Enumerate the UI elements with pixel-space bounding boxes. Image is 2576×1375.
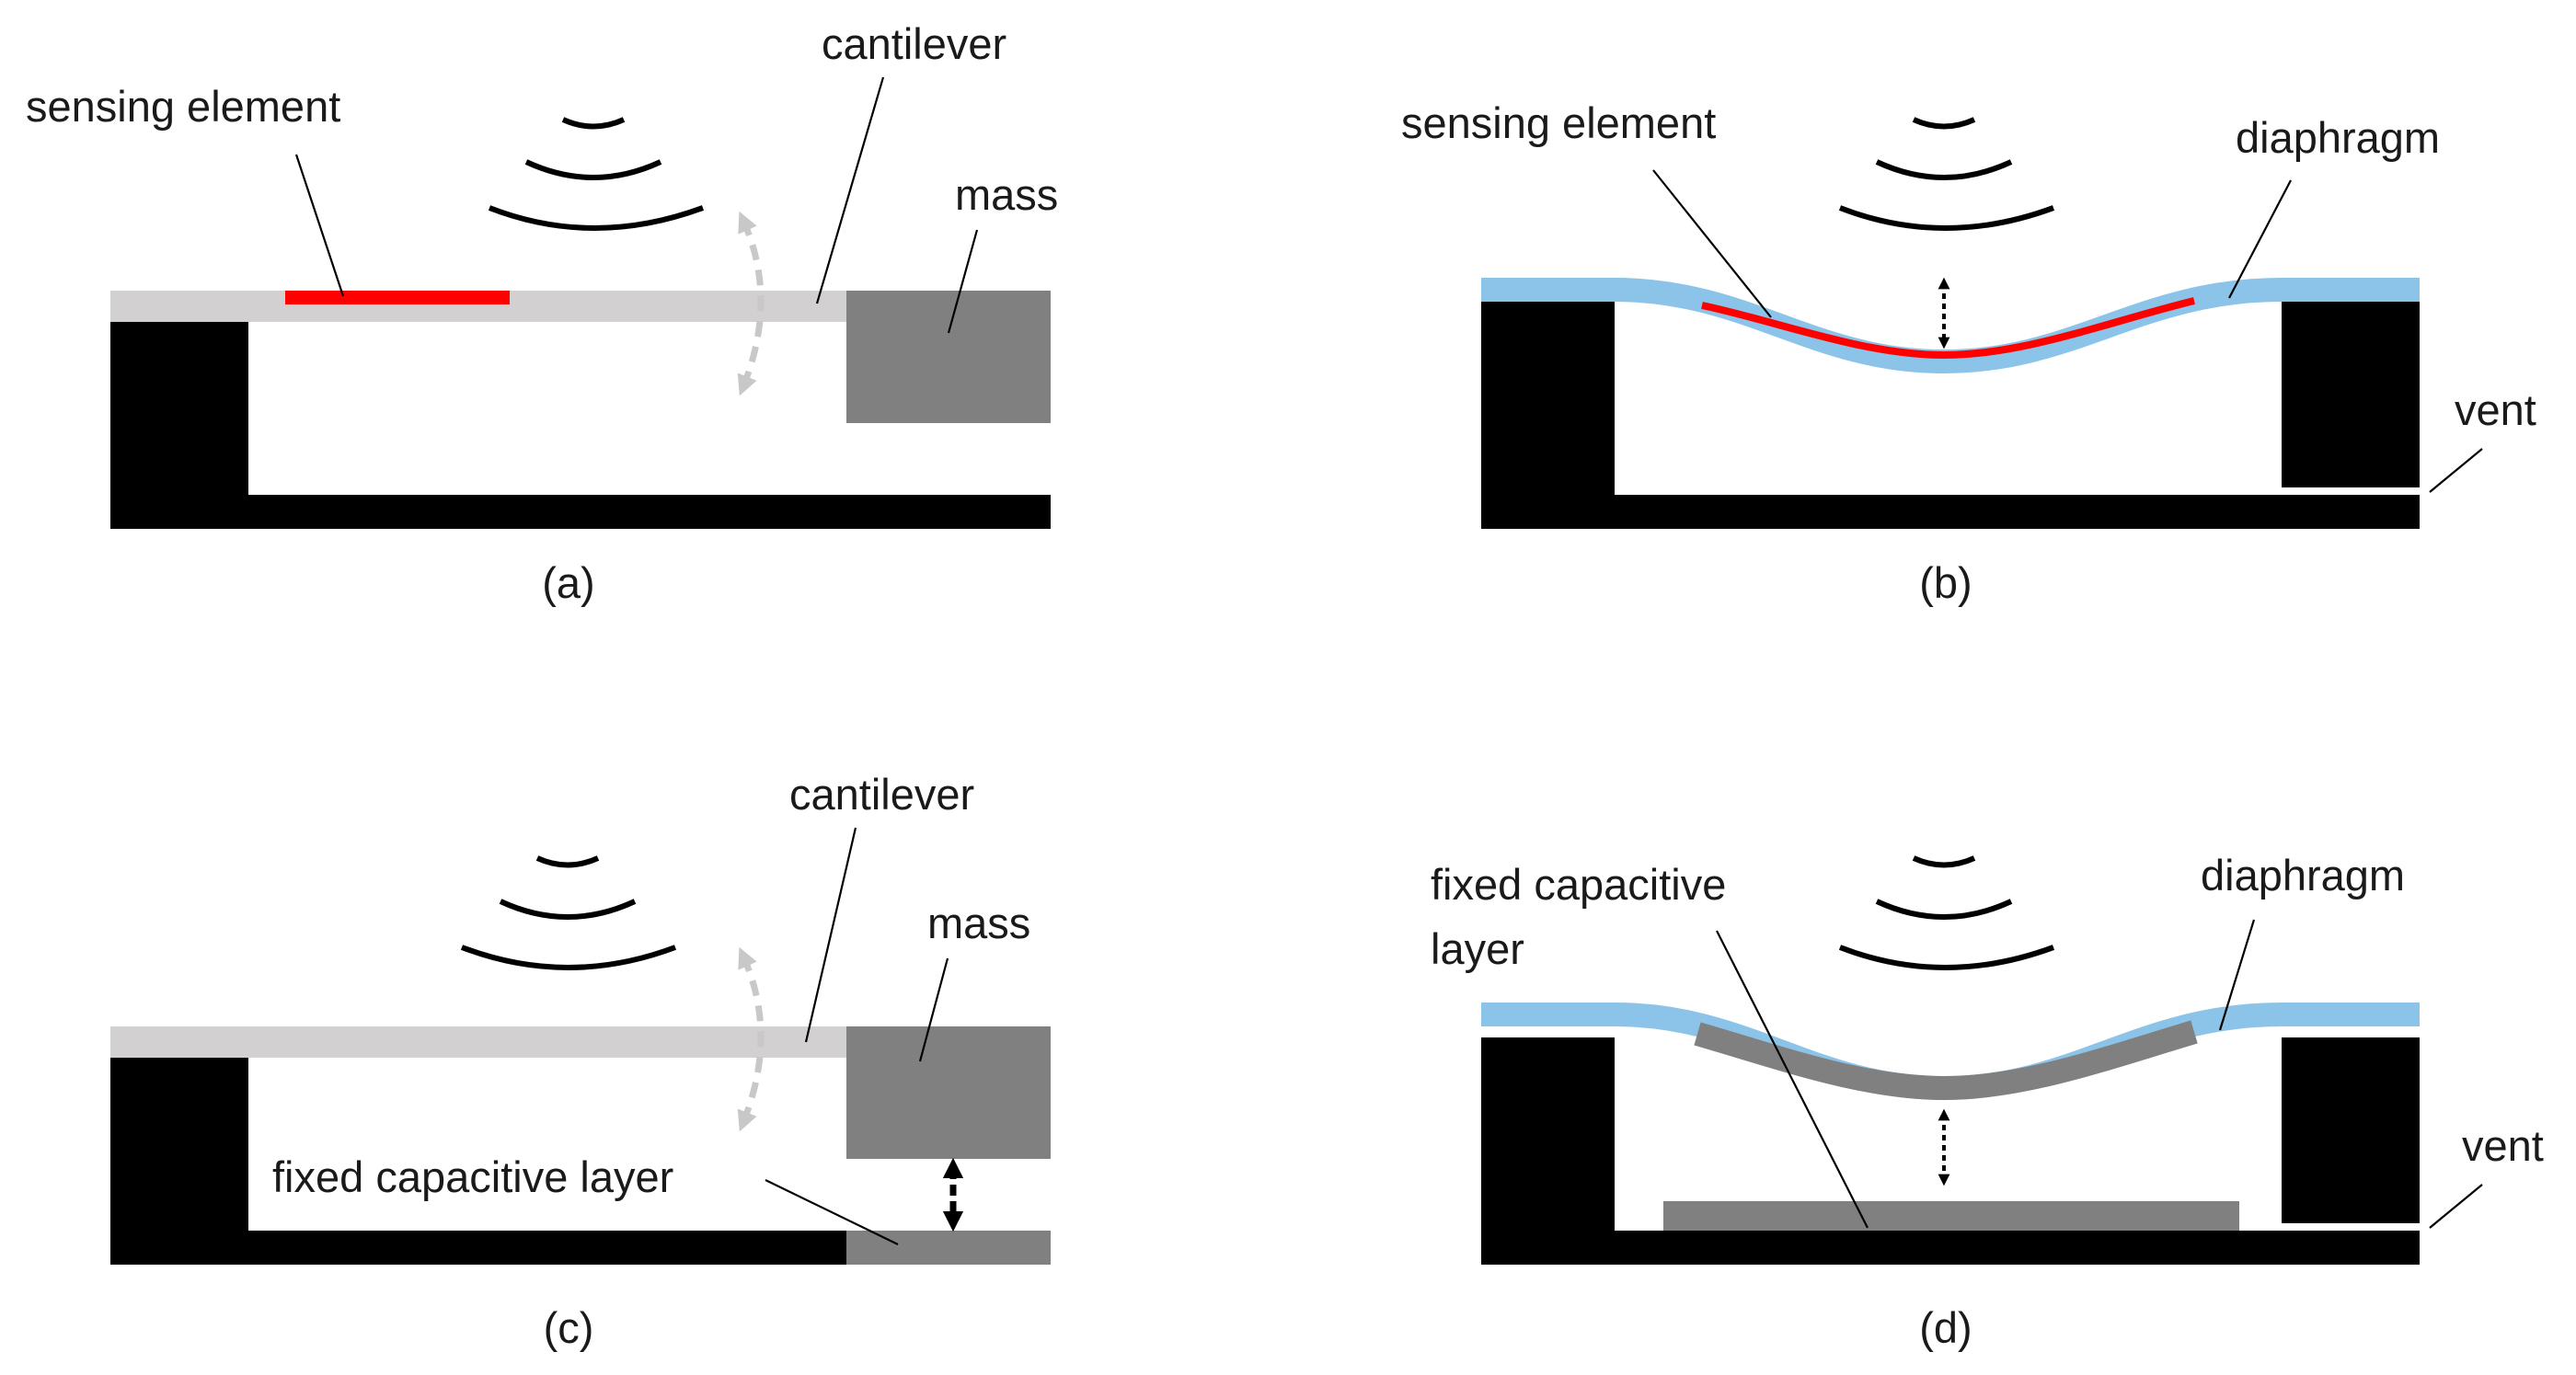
caption-b: (b): [1919, 558, 1972, 607]
leader-vent: [2429, 448, 2483, 493]
sound-wave-icon: [488, 117, 705, 231]
substrate-left-wall: [1481, 302, 1615, 529]
label-fixed-capacitive-layer-line2: layer: [1431, 924, 1524, 973]
cantilever-beam: [110, 1026, 846, 1058]
label-diaphragm: diaphragm: [2236, 113, 2440, 162]
leader-cantilever: [804, 827, 857, 1043]
diaphragm: [1481, 278, 2420, 374]
label-fixed-capacitive-layer: fixed capacitive layer: [272, 1152, 673, 1201]
fixed-capacitive-layer: [1663, 1201, 2239, 1231]
substrate-bottom: [110, 1231, 846, 1265]
label-cantilever: cantilever: [789, 770, 974, 819]
sensing-element: [285, 291, 510, 304]
sound-wave-icon: [1838, 117, 2055, 231]
label-mass: mass: [955, 170, 1058, 219]
panel-d: fixed capacitive layer diaphragm vent (d…: [1431, 851, 2544, 1352]
label-fixed-capacitive-layer-line1: fixed capacitive: [1431, 860, 1726, 909]
leader-cantilever: [815, 76, 885, 304]
sensing-element: [1701, 297, 2195, 360]
mass-block: [846, 291, 1051, 423]
motion-arrow-icon: [737, 946, 765, 1132]
leader-sensing-element: [1652, 169, 1772, 318]
sound-wave-icon: [460, 855, 677, 970]
leader-mass: [918, 957, 949, 1062]
panel-b: sensing element diaphragm vent (b): [1401, 98, 2536, 607]
fixed-capacitive-layer: [846, 1231, 1051, 1265]
diaphragm-electrode: [1694, 1020, 2198, 1101]
label-diaphragm: diaphragm: [2201, 851, 2405, 899]
leader-diaphragm: [2218, 919, 2256, 1031]
caption-a: (a): [542, 558, 594, 607]
substrate-bottom: [1481, 1231, 2420, 1265]
panel-a: sensing element cantilever mass (a): [26, 19, 1058, 607]
leader-mass: [947, 229, 979, 334]
caption-c: (c): [544, 1303, 594, 1352]
substrate-left-wall: [110, 1058, 248, 1265]
label-sensing-element: sensing element: [26, 82, 340, 131]
leader-sensing-element: [294, 154, 345, 297]
mass-block: [846, 1026, 1051, 1159]
motion-arrow-icon: [737, 211, 765, 396]
substrate-right-wall: [2282, 302, 2420, 487]
label-cantilever: cantilever: [822, 19, 1006, 68]
leader-fixed-capacitive-layer: [1716, 930, 1869, 1229]
substrate-left-wall: [110, 322, 248, 529]
substrate-bottom: [110, 495, 1051, 529]
substrate-left-wall: [1481, 1037, 1615, 1265]
label-sensing-element: sensing element: [1401, 98, 1716, 147]
leader-diaphragm: [2228, 179, 2292, 299]
leader-vent: [2429, 1184, 2483, 1229]
sound-wave-icon: [1838, 855, 2055, 970]
label-vent: vent: [2462, 1121, 2544, 1170]
caption-d: (d): [1919, 1303, 1972, 1352]
panel-c: cantilever mass fixed capacitive layer (…: [110, 770, 1051, 1352]
substrate-bottom: [1481, 495, 2420, 529]
leader-fixed-capacitive-layer: [765, 1179, 899, 1245]
label-vent: vent: [2455, 385, 2536, 434]
substrate-right-wall: [2282, 1037, 2420, 1223]
label-mass: mass: [927, 899, 1030, 947]
